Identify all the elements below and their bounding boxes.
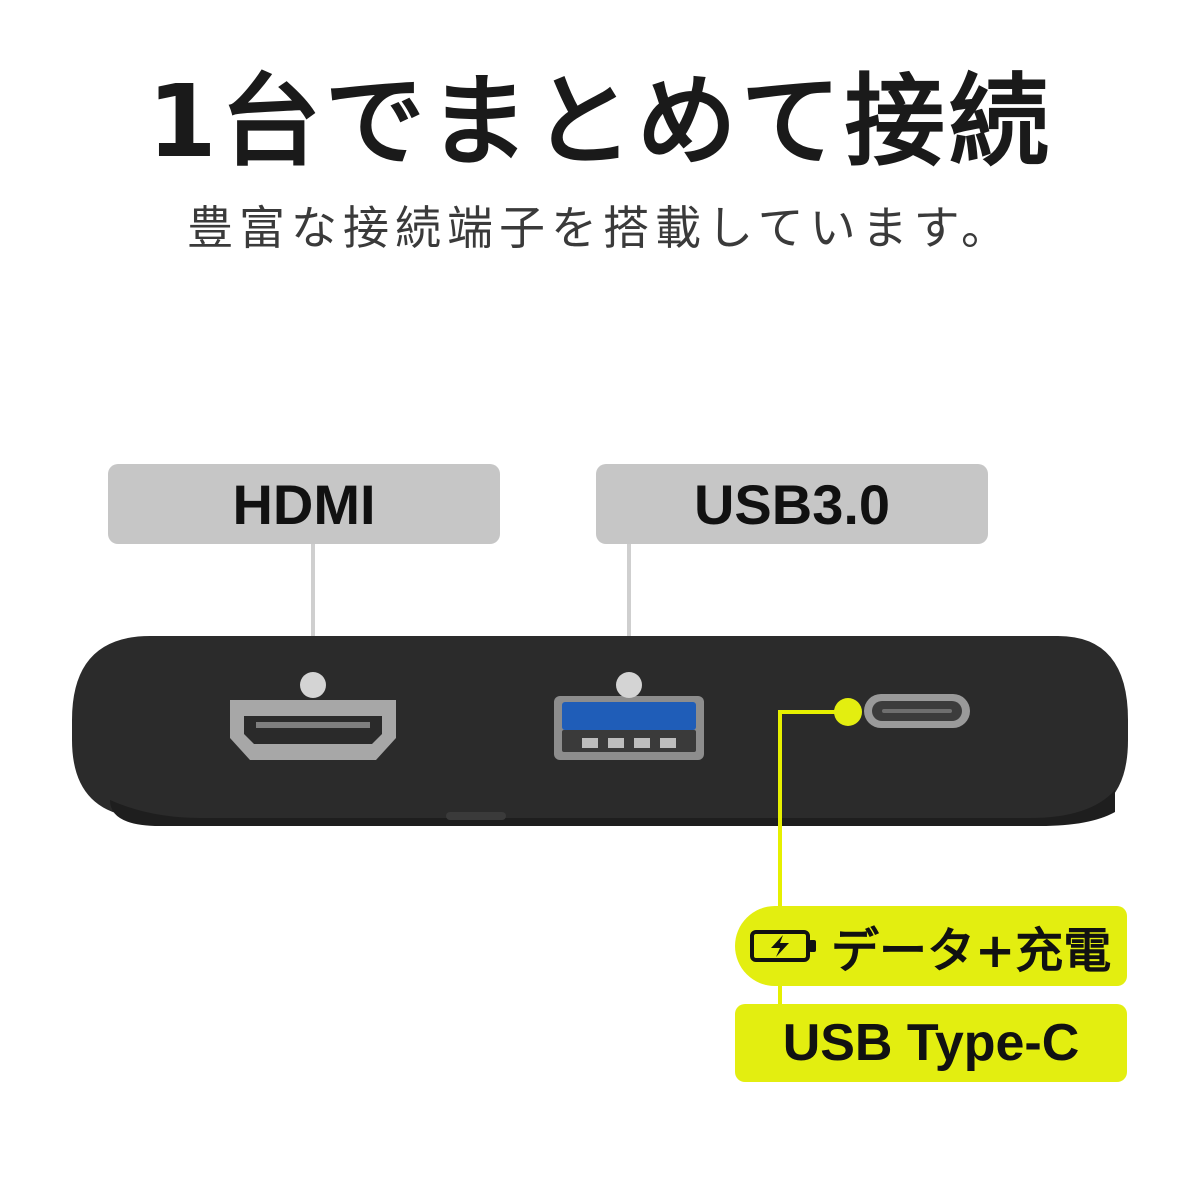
- hdmi-port: [230, 700, 396, 760]
- hdmi-label: HDMI: [232, 472, 376, 536]
- hdmi-callout: HDMI: [108, 464, 500, 544]
- typec-feature-badge: データ+充電: [735, 906, 1127, 986]
- usb3-callout: USB3.0: [596, 464, 988, 544]
- typec-label: USB Type-C: [782, 1014, 1080, 1072]
- hdmi-connector-dot: [300, 672, 326, 698]
- subheadline: 豊富な接続端子を搭載しています。: [186, 201, 1014, 255]
- typec-leader-horizontal: [778, 710, 848, 714]
- usb3-port: [554, 696, 704, 760]
- usb-typec-port: [864, 694, 970, 728]
- typec-connector-dot: [834, 698, 862, 726]
- usb3-label: USB3.0: [693, 472, 891, 536]
- typec-leader-vertical: [778, 710, 782, 1010]
- typec-feature-label: データ+充電: [831, 923, 1112, 979]
- usb3-connector-dot: [616, 672, 642, 698]
- hdmi-leader-line: [311, 544, 315, 684]
- headline: 1台でまとめて接続: [147, 63, 1053, 180]
- usb3-leader-line: [627, 544, 631, 684]
- battery-charging-icon: [750, 930, 816, 962]
- typec-callout: USB Type-C: [735, 1004, 1127, 1082]
